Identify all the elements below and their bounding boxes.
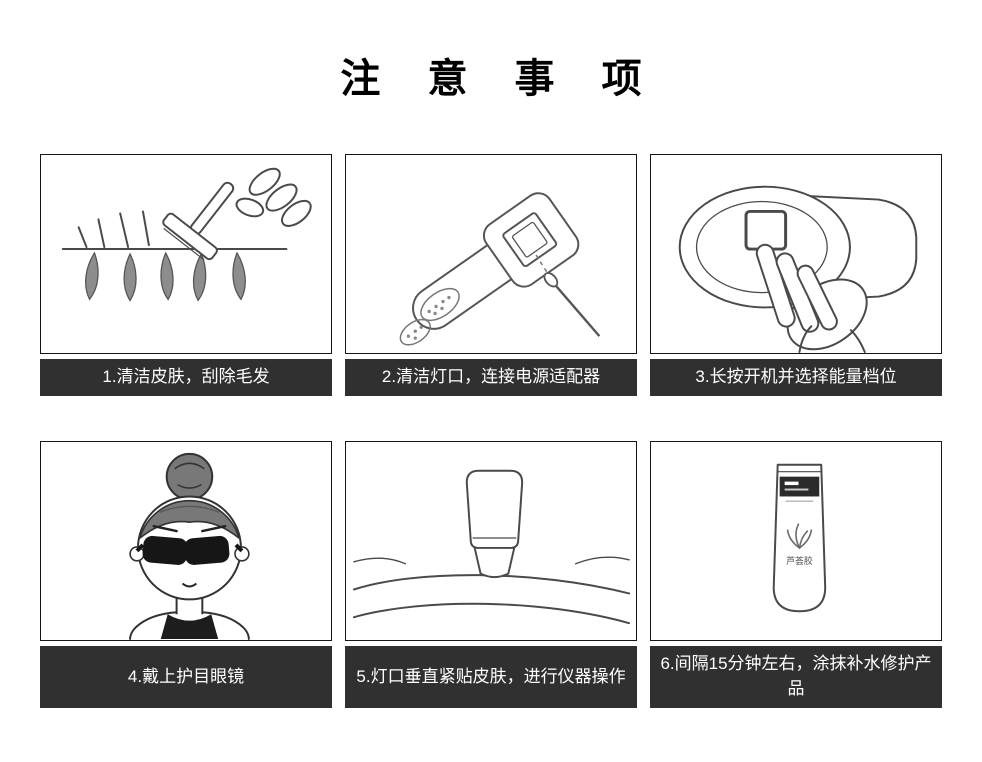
step-caption: 3.长按开机并选择能量档位 <box>650 359 942 396</box>
protective-goggles <box>135 535 244 565</box>
neck <box>175 598 204 615</box>
cotton-swab <box>543 272 601 337</box>
razor-shaving-illustration <box>61 167 312 302</box>
step-caption: 4.戴上护目眼镜 <box>40 646 332 708</box>
step-caption: 2.清洁灯口，连接电源适配器 <box>345 359 637 396</box>
goggles-girl-illustration <box>129 452 250 640</box>
aloe-icon <box>786 523 813 549</box>
step3-image-box <box>650 154 942 354</box>
ipl-device <box>412 192 580 330</box>
hair-follicles <box>85 251 246 302</box>
step-card-5: 5.灯口垂直紧贴皮肤，进行仪器操作 <box>345 441 637 708</box>
skin-curves <box>352 556 631 625</box>
aim-dashed-line <box>535 254 549 275</box>
step5-image-box <box>345 441 637 641</box>
shoulders <box>129 611 250 640</box>
step-card-1: 1.清洁皮肤，刮除毛发 <box>40 154 332 396</box>
step2-image-box <box>345 154 637 354</box>
step-card-3: 3.长按开机并选择能量档位 <box>650 154 942 396</box>
step1-image-box <box>40 154 332 354</box>
tank-top <box>160 614 219 639</box>
press-power-button-illustration <box>678 185 918 353</box>
power-button <box>744 209 788 251</box>
ipl-device-vertical <box>465 469 524 579</box>
step-caption: 1.清洁皮肤，刮除毛发 <box>40 359 332 396</box>
page-title: 注 意 事 项 <box>340 57 660 101</box>
step-card-6: 芦荟胶 6.间隔15分钟左右，涂抹补水修护产品 <box>650 441 942 708</box>
brand-label <box>779 476 820 497</box>
step6-image-box: 芦荟胶 <box>650 441 942 641</box>
holding-fingers <box>235 167 312 227</box>
step-card-4: 4.戴上护目眼镜 <box>40 441 332 708</box>
pressing-hand <box>755 243 868 353</box>
step-caption: 5.灯口垂直紧贴皮肤，进行仪器操作 <box>345 646 637 708</box>
step-card-2: 2.清洁灯口，连接电源适配器 <box>345 154 637 396</box>
razor <box>162 181 235 261</box>
hair-bun <box>165 452 214 501</box>
steps-grid: 1.清洁皮肤，刮除毛发 <box>40 154 942 708</box>
step-caption: 6.间隔15分钟左右，涂抹补水修护产品 <box>650 646 942 708</box>
aloe-gel-tube-illustration: 芦荟胶 <box>772 463 827 613</box>
clean-lamp-window-illustration <box>399 192 601 346</box>
mouth <box>181 582 198 588</box>
lamp-head <box>473 546 516 579</box>
product-label: 芦荟胶 <box>786 555 813 566</box>
device-on-skin-illustration <box>352 469 631 625</box>
vent-dots <box>399 287 460 346</box>
step4-image-box <box>40 441 332 641</box>
